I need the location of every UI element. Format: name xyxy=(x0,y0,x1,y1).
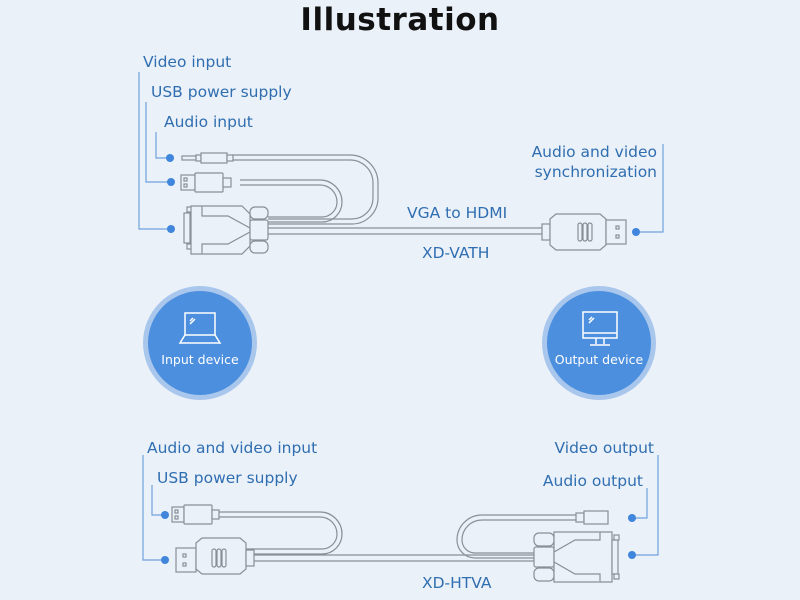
callout-line-usb-power-bottom xyxy=(151,485,164,516)
hdmi-connector xyxy=(175,537,255,575)
monitor-icon xyxy=(582,311,618,346)
output-device-badge: Output device xyxy=(542,286,656,400)
input-device-label: Input device xyxy=(161,352,239,367)
callout-line-audio-output xyxy=(630,488,648,519)
label-model-top: XD-VATH xyxy=(422,244,490,262)
callout-line-video-input xyxy=(138,72,168,230)
vga-connector xyxy=(533,531,620,583)
page-title: Illustration xyxy=(300,2,500,38)
callout-line-av-input xyxy=(142,455,164,561)
callout-line-video-output xyxy=(630,455,659,556)
usb-a-connector xyxy=(180,172,232,193)
vga-connector xyxy=(183,205,269,255)
label-audio-input: Audio input xyxy=(164,113,253,131)
callout-line-audio-input xyxy=(155,132,170,159)
hdmi-connector xyxy=(541,213,627,251)
audio-jack-connector xyxy=(181,152,234,164)
output-device-label: Output device xyxy=(554,352,644,367)
laptop-icon xyxy=(178,312,222,344)
callout-dot xyxy=(632,228,640,236)
label-av-sync-line1: Audio and video xyxy=(531,143,657,161)
label-usb-power-supply-bottom: USB power supply xyxy=(157,469,298,487)
callout-line-usb-power xyxy=(145,102,170,183)
callout-dot xyxy=(628,514,636,522)
callout-dot xyxy=(161,511,169,519)
callout-line-av-sync xyxy=(638,144,664,233)
label-audio-output: Audio output xyxy=(542,472,643,490)
input-device-badge: Input device xyxy=(143,286,257,400)
label-video-output: Video output xyxy=(554,439,654,457)
label-model-bottom: XD-HTVA xyxy=(422,574,492,592)
callout-dot xyxy=(161,556,169,564)
audio-jack-connector xyxy=(575,510,609,525)
label-video-input: Video input xyxy=(143,53,232,71)
label-av-input: Audio and video input xyxy=(147,439,318,457)
callout-dot xyxy=(166,154,174,162)
usb-a-connector xyxy=(171,504,220,525)
label-cable-name: VGA to HDMI xyxy=(407,204,508,222)
label-av-sync-line2: synchronization xyxy=(534,163,657,181)
callout-dot xyxy=(167,178,175,186)
callout-dot xyxy=(167,225,175,233)
callout-dot xyxy=(628,551,636,559)
label-usb-power-supply: USB power supply xyxy=(151,83,292,101)
